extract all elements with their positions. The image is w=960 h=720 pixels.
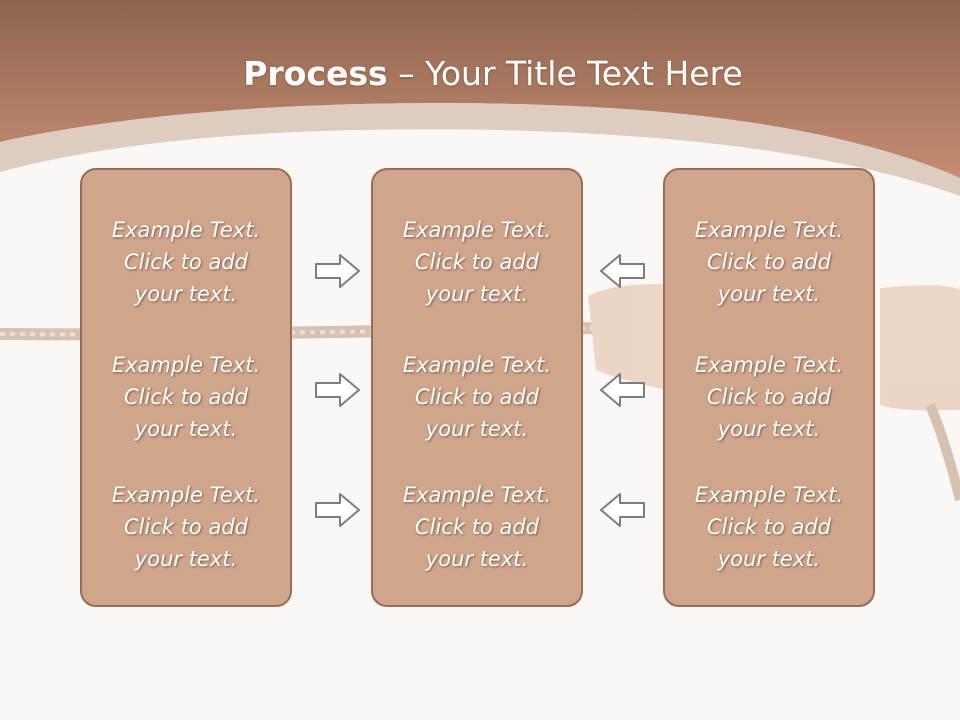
item-line: Click to add <box>414 385 539 409</box>
text-placeholder[interactable]: Example Text. Click to add your text. <box>82 349 290 445</box>
item-line: your text. <box>134 547 238 571</box>
header-swoosh <box>0 103 960 196</box>
right-arrow-icon[interactable] <box>314 253 362 289</box>
text-placeholder[interactable]: Example Text. Click to add your text. <box>665 214 873 310</box>
item-line: your text. <box>717 417 821 441</box>
left-arrow-icon[interactable] <box>598 372 646 408</box>
item-line: Click to add <box>414 250 539 274</box>
title-bold: Process <box>243 54 388 93</box>
item-line: your text. <box>717 282 821 306</box>
process-box-left[interactable]: Example Text. Click to add your text. Ex… <box>80 168 292 607</box>
header-band <box>0 0 960 178</box>
right-arrow-icon[interactable] <box>314 372 362 408</box>
left-arrow-icon[interactable] <box>598 253 646 289</box>
item-line: Example Text. <box>694 218 844 242</box>
item-line: Click to add <box>123 250 248 274</box>
item-line: your text. <box>134 282 238 306</box>
item-line: Click to add <box>123 385 248 409</box>
item-line: Click to add <box>123 515 248 539</box>
item-line: your text. <box>717 547 821 571</box>
item-line: Example Text. <box>402 483 552 507</box>
item-line: your text. <box>425 282 529 306</box>
item-line: Example Text. <box>111 483 261 507</box>
text-placeholder[interactable]: Example Text. Click to add your text. <box>82 214 290 310</box>
text-placeholder[interactable]: Example Text. Click to add your text. <box>82 479 290 575</box>
left-arrow-icon[interactable] <box>598 492 646 528</box>
item-line: Click to add <box>706 250 831 274</box>
item-line: your text. <box>425 547 529 571</box>
item-line: Example Text. <box>402 218 552 242</box>
item-line: Example Text. <box>111 353 261 377</box>
text-placeholder[interactable]: Example Text. Click to add your text. <box>665 479 873 575</box>
text-placeholder[interactable]: Example Text. Click to add your text. <box>665 349 873 445</box>
item-line: Click to add <box>706 385 831 409</box>
title-rest: – Your Title Text Here <box>387 54 743 93</box>
item-line: Click to add <box>706 515 831 539</box>
right-arrow-icon[interactable] <box>314 492 362 528</box>
process-box-right[interactable]: Example Text. Click to add your text. Ex… <box>663 168 875 607</box>
process-box-center[interactable]: Example Text. Click to add your text. Ex… <box>371 168 583 607</box>
text-placeholder[interactable]: Example Text. Click to add your text. <box>373 479 581 575</box>
item-line: Example Text. <box>402 353 552 377</box>
item-line: Example Text. <box>694 353 844 377</box>
slide-title[interactable]: Process – Your Title Text Here <box>0 52 960 96</box>
item-line: Click to add <box>414 515 539 539</box>
item-line: Example Text. <box>111 218 261 242</box>
item-line: your text. <box>134 417 238 441</box>
text-placeholder[interactable]: Example Text. Click to add your text. <box>373 214 581 310</box>
text-placeholder[interactable]: Example Text. Click to add your text. <box>373 349 581 445</box>
item-line: your text. <box>425 417 529 441</box>
item-line: Example Text. <box>694 483 844 507</box>
